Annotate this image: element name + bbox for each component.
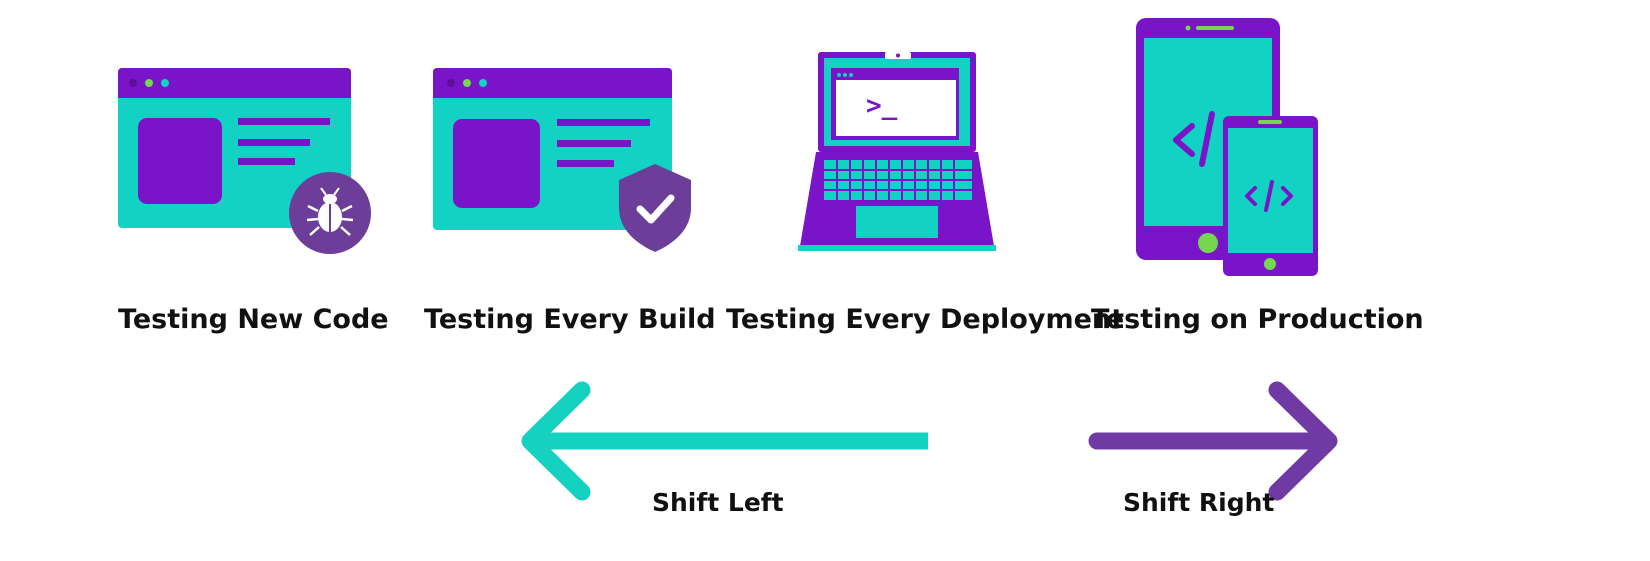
stage-label-production: Testing on Production: [1091, 304, 1424, 335]
stage-label-new-code: Testing New Code: [118, 304, 389, 335]
arrow-left-icon: [521, 381, 928, 501]
code-brackets-icon: [1173, 111, 1215, 167]
shift-right-label: Shift Right: [1123, 488, 1275, 517]
browser-shield-check-icon: [433, 68, 691, 252]
arrow-right-icon: [1088, 381, 1338, 501]
code-brackets-small-icon: [1245, 180, 1293, 212]
terminal-prompt: >_: [866, 91, 898, 121]
stage-label-every-deployment: Testing Every Deployment: [726, 304, 1125, 335]
shield-check-icon: [619, 164, 691, 252]
shift-left-label: Shift Left: [652, 488, 784, 517]
browser-bug-icon: [118, 68, 371, 254]
mobile-devices-code-icon: [1136, 18, 1318, 276]
bug-icon: [306, 187, 354, 236]
stage-label-every-build: Testing Every Build: [424, 304, 716, 335]
laptop-terminal-icon: >_: [798, 52, 996, 251]
